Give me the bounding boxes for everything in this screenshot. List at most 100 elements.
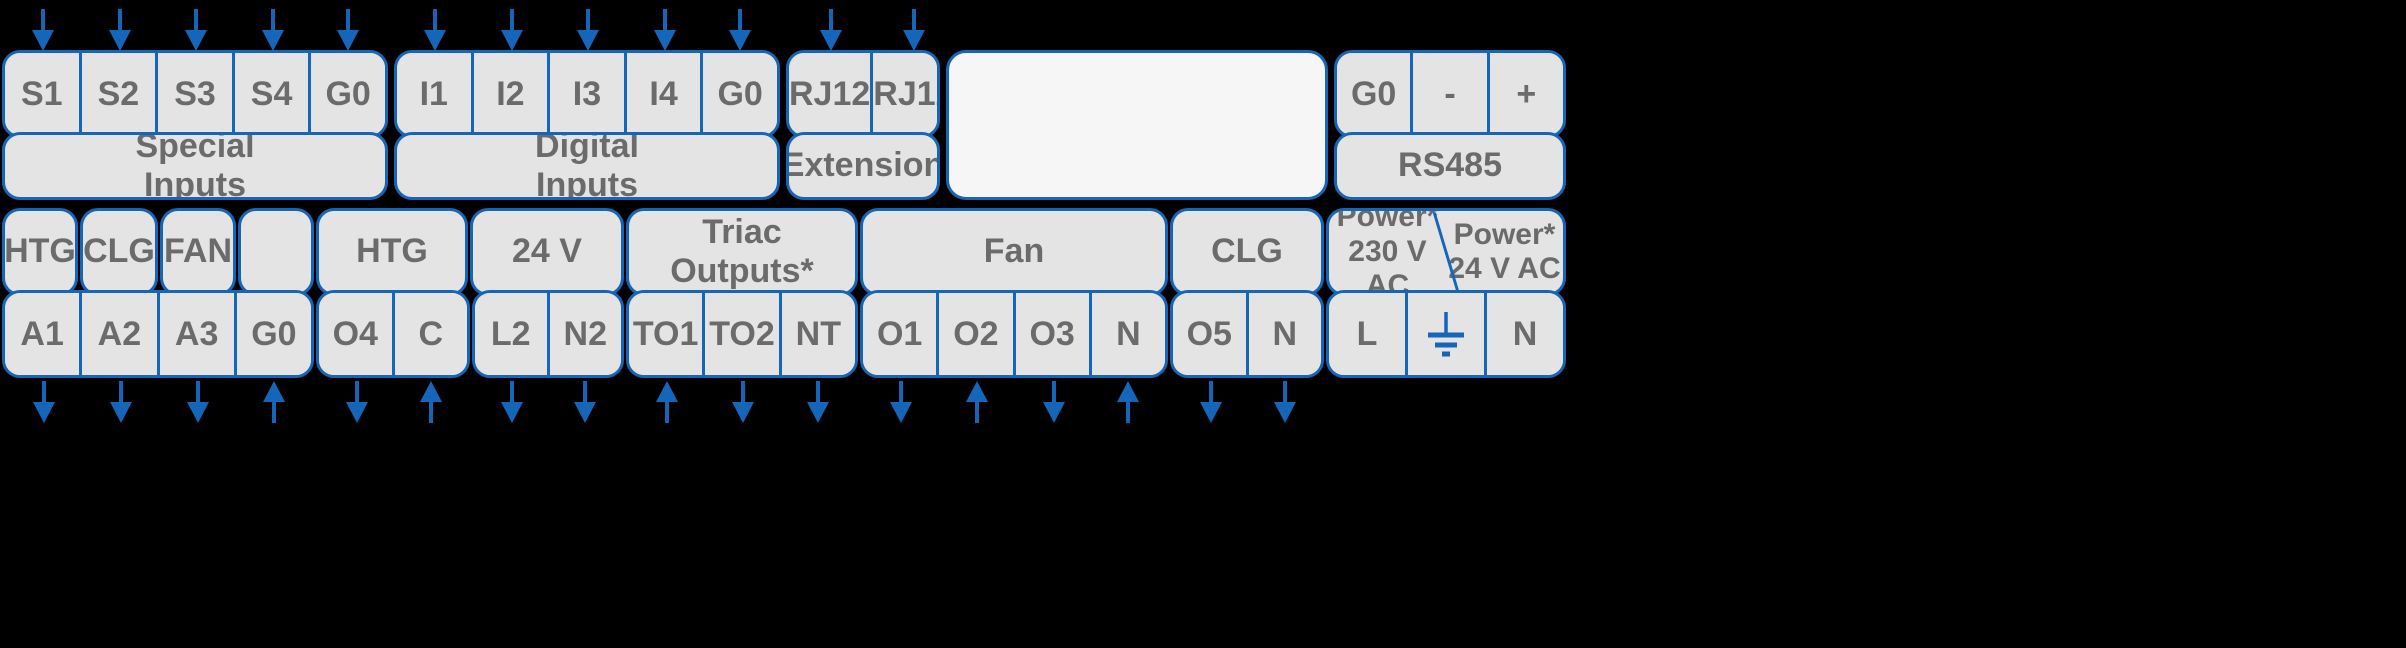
group-label-extension: Extension	[786, 132, 940, 200]
terminal-o1[interactable]: O1	[863, 293, 940, 375]
top-arrow-5	[333, 8, 363, 52]
terminal-o2[interactable]: O2	[939, 293, 1016, 375]
terminal-group-analog-outputs[interactable]: A1 A2 A3 G0	[2, 290, 314, 378]
terminal-i4[interactable]: I4	[626, 53, 704, 135]
terminal-group-clg-output[interactable]: O5 N	[1170, 290, 1324, 378]
group-label-digital-inputs: Digital Inputs	[394, 132, 780, 200]
terminal-rs485-minus[interactable]: -	[1413, 53, 1490, 135]
terminal-a1[interactable]: A1	[5, 293, 83, 375]
bottom-arrow-13	[962, 380, 992, 424]
terminal-rs485-plus[interactable]: +	[1489, 53, 1563, 135]
function-group-clg-2: CLG	[1170, 208, 1324, 296]
top-arrow-11	[816, 8, 846, 52]
bottom-arrow-10	[728, 380, 758, 424]
terminal-i1[interactable]: I1	[397, 53, 474, 135]
terminal-n-mains[interactable]: N	[1487, 293, 1563, 375]
function-label: Fan	[983, 232, 1045, 271]
function-group-blank	[238, 208, 314, 296]
terminal-a2[interactable]: A2	[82, 293, 160, 375]
terminal-to1[interactable]: TO1	[629, 293, 706, 375]
terminal-c[interactable]: C	[394, 293, 467, 375]
group-label-special-inputs: Special Inputs	[2, 132, 388, 200]
bottom-arrow-14	[1039, 380, 1069, 424]
bottom-arrow-4	[259, 380, 289, 424]
function-label: HTG	[356, 232, 428, 271]
terminal-nt[interactable]: NT	[781, 293, 855, 375]
function-group-fan-2: Fan	[860, 208, 1168, 296]
terminal-earth[interactable]	[1408, 293, 1487, 375]
terminal-group-triac[interactable]: TO1 TO2 NT	[626, 290, 858, 378]
terminal-group-fan-outputs[interactable]: O1 O2 O3 N	[860, 290, 1168, 378]
terminal-s2[interactable]: S2	[81, 53, 159, 135]
terminal-group-mains[interactable]: L N	[1326, 290, 1566, 378]
terminal-g0-rs485[interactable]: G0	[1337, 53, 1414, 135]
terminal-o4[interactable]: O4	[319, 293, 395, 375]
bottom-arrow-5	[342, 380, 372, 424]
top-arrow-10	[725, 8, 755, 52]
terminal-n-fan[interactable]: N	[1091, 293, 1165, 375]
terminal-s3[interactable]: S3	[158, 53, 235, 135]
function-group-triac-outputs: Triac Outputs*	[626, 208, 858, 296]
terminal-i3[interactable]: I3	[550, 53, 627, 135]
top-arrow-6	[420, 8, 450, 52]
bottom-arrow-12	[886, 380, 916, 424]
function-label-power-230: Power* 230 V AC	[1336, 208, 1439, 296]
bottom-arrow-2	[106, 380, 136, 424]
earth-ground-icon	[1428, 312, 1464, 357]
group-label-text: Extension	[786, 146, 940, 185]
terminal-l[interactable]: L	[1329, 293, 1408, 375]
top-arrow-12	[899, 8, 929, 52]
function-group-24v: 24 V	[470, 208, 624, 296]
terminal-s4[interactable]: S4	[234, 53, 312, 135]
terminal-g0-digital[interactable]: G0	[703, 53, 777, 135]
terminal-i2[interactable]: I2	[473, 53, 551, 135]
terminal-s1[interactable]: S1	[5, 53, 82, 135]
terminal-group-digital-inputs[interactable]: I1 I2 I3 I4 G0	[394, 50, 780, 138]
bottom-arrow-11	[803, 380, 833, 424]
function-label: 24 V	[512, 232, 582, 271]
terminal-g0-special[interactable]: G0	[311, 53, 385, 135]
terminal-to2[interactable]: TO2	[705, 293, 782, 375]
bottom-arrow-1	[29, 380, 59, 424]
terminal-rj12-2[interactable]: RJ12	[873, 53, 937, 135]
bottom-arrow-15	[1113, 380, 1143, 424]
function-label: CLG	[1211, 232, 1283, 271]
terminal-o3[interactable]: O3	[1015, 293, 1092, 375]
bottom-arrow-6	[416, 380, 446, 424]
function-label: HTG	[4, 232, 76, 271]
bottom-arrow-7	[497, 380, 527, 424]
terminal-l2[interactable]: L2	[475, 293, 550, 375]
function-group-fan: FAN	[160, 208, 236, 296]
bottom-arrow-8	[570, 380, 600, 424]
terminal-g0-outputs[interactable]: G0	[236, 293, 311, 375]
bottom-arrow-3	[183, 380, 213, 424]
function-group-htg-2: HTG	[316, 208, 468, 296]
terminal-a3[interactable]: A3	[159, 293, 237, 375]
top-arrow-3	[181, 8, 211, 52]
function-label: Triac Outputs*	[670, 212, 814, 290]
terminal-group-htg-output[interactable]: O4 C	[316, 290, 470, 378]
terminal-group-rs485[interactable]: G0 - +	[1334, 50, 1566, 138]
top-arrow-2	[105, 8, 135, 52]
top-arrow-9	[650, 8, 680, 52]
blank-panel-top	[946, 50, 1328, 200]
function-group-htg: HTG	[2, 208, 78, 296]
bottom-arrow-16	[1196, 380, 1226, 424]
group-label-rs485: RS485	[1334, 132, 1566, 200]
function-label: CLG	[83, 232, 155, 271]
top-arrow-7	[497, 8, 527, 52]
terminal-group-extension[interactable]: RJ12 RJ12	[786, 50, 940, 138]
group-label-text: Special Inputs	[135, 132, 255, 200]
terminal-o5[interactable]: O5	[1173, 293, 1249, 375]
group-label-text: RS485	[1398, 146, 1502, 185]
terminal-group-special-inputs[interactable]: S1 S2 S3 S4 G0	[2, 50, 388, 138]
terminal-rj12-1[interactable]: RJ12	[789, 53, 874, 135]
function-label: FAN	[164, 232, 232, 271]
top-arrow-4	[258, 8, 288, 52]
terminal-n-clg[interactable]: N	[1248, 293, 1321, 375]
bottom-arrow-9	[652, 380, 682, 424]
bottom-arrow-17	[1270, 380, 1300, 424]
terminal-group-supply-24v[interactable]: L2 N2	[472, 290, 624, 378]
terminal-n2[interactable]: N2	[549, 293, 621, 375]
